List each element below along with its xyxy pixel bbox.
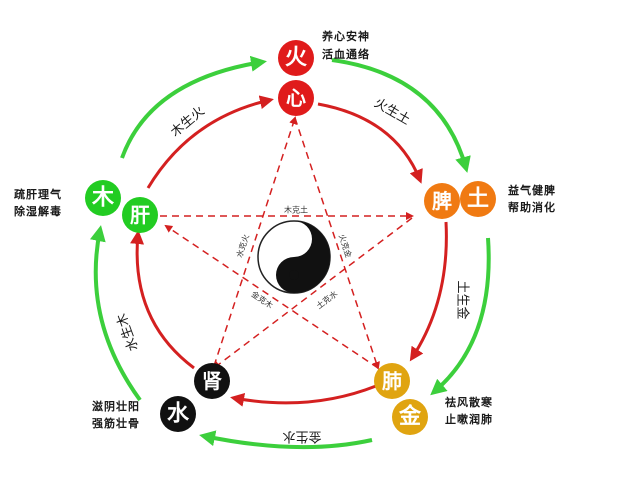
metal-organ-label: 肺 — [382, 369, 402, 393]
water-element-badge — [160, 396, 196, 432]
label-water-overcomes-fire: 水克火 — [234, 233, 251, 259]
water-organ-badge — [194, 363, 230, 399]
earth-element-label: 土 — [467, 187, 489, 212]
green-arc-metal-water — [199, 430, 373, 450]
label-fire-overcomes-metal: 火克金 — [337, 233, 354, 259]
green-arc-wood-fire — [120, 55, 267, 159]
water-element-label: 水 — [167, 402, 190, 427]
metal-desc-line1: 祛风散寒 — [445, 395, 493, 409]
green-arc-earth-metal — [430, 237, 491, 396]
fire-desc-line2: 活血通络 — [322, 47, 370, 61]
water-node: 肾 水 滋阴壮阳 强筋壮骨 — [92, 363, 230, 432]
fire-desc-line1: 养心安神 — [321, 29, 370, 43]
yin-yang-icon — [257, 220, 331, 294]
label-metal-overcomes-wood: 金克木 — [250, 289, 275, 311]
metal-element-badge — [392, 399, 428, 435]
wood-element-label: 木 — [91, 186, 115, 211]
label-earth-overcomes-water: 土克水 — [314, 288, 339, 310]
green-arc-water-wood — [90, 225, 142, 402]
earth-organ-badge — [424, 183, 460, 219]
metal-desc-line2: 止嗽润肺 — [445, 412, 493, 426]
label-earth-generates-metal: 土生金 — [455, 280, 471, 319]
red-arc-wood-fire — [146, 95, 274, 189]
water-desc-line2: 强筋壮骨 — [92, 416, 140, 430]
green-arc-fire-earth — [331, 58, 471, 173]
water-desc-line1: 滋阴壮阳 — [92, 399, 140, 413]
wood-desc-line2: 除湿解毒 — [14, 204, 62, 218]
wood-element-badge — [85, 180, 121, 216]
star-line-fire-metal — [294, 117, 380, 370]
earth-element-badge — [460, 181, 496, 217]
star-line-earth-water — [212, 217, 413, 370]
earth-node: 脾 土 益气健脾 帮助消化 — [424, 181, 556, 219]
metal-node: 肺 金 祛风散寒 止嗽润肺 — [374, 363, 493, 435]
earth-desc-line2: 帮助消化 — [508, 200, 556, 214]
label-wood-overcomes-earth: 木克土 — [284, 205, 308, 215]
label-water-generates-wood: 水生木 — [114, 311, 141, 353]
inner-generating-arcs — [130, 95, 448, 407]
metal-element-label: 金 — [398, 404, 422, 430]
star-line-water-fire — [213, 116, 297, 367]
label-fire-generates-earth: 火生土 — [371, 96, 412, 128]
fire-organ-label: 心 — [286, 86, 306, 110]
fire-node: 火 心 养心安神 活血通络 — [278, 29, 370, 116]
outer-generating-arcs — [90, 55, 491, 450]
fire-organ-badge — [278, 80, 314, 116]
earth-desc-line1: 益气健脾 — [508, 183, 556, 197]
star-line-metal-wood — [164, 224, 379, 369]
wood-organ-badge — [122, 197, 158, 233]
red-arc-water-wood — [130, 230, 195, 370]
overcoming-star — [160, 116, 414, 370]
fire-element-badge — [278, 40, 314, 76]
red-arc-fire-earth — [317, 102, 423, 184]
wood-desc-line1: 疏肝理气 — [14, 187, 62, 201]
water-organ-label: 肾 — [202, 369, 222, 393]
label-metal-generates-water: 金生水 — [282, 429, 321, 445]
wood-node: 木 肝 疏肝理气 除湿解毒 — [14, 180, 158, 233]
red-arc-metal-water — [230, 384, 377, 407]
fire-element-label: 火 — [285, 46, 307, 71]
earth-organ-label: 脾 — [432, 189, 452, 213]
label-wood-generates-fire: 木生火 — [168, 104, 208, 141]
wood-organ-label: 肝 — [130, 203, 150, 227]
metal-organ-badge — [374, 363, 410, 399]
red-arc-earth-metal — [409, 221, 448, 362]
